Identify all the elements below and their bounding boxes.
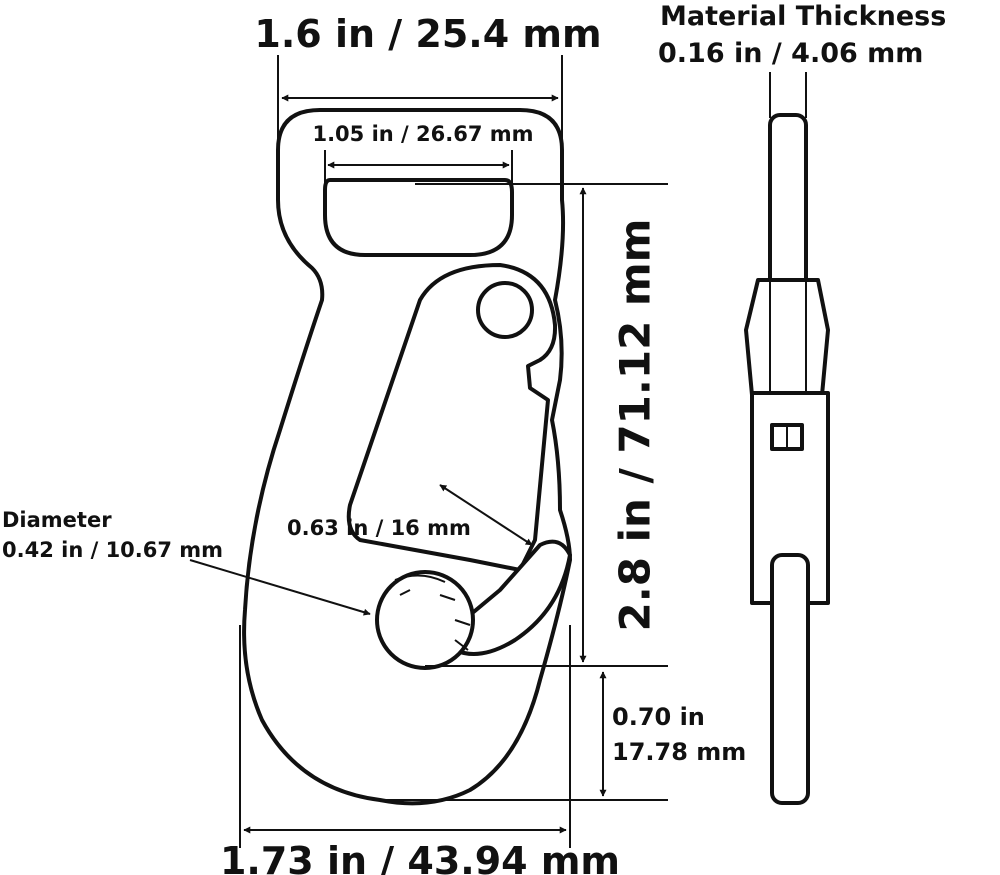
diameter-arrow <box>189 559 371 616</box>
hook-front-view <box>242 108 572 806</box>
throat-label-mm: 17.78 mm <box>612 738 746 766</box>
material-thickness-value: 0.16 in / 4.06 mm <box>658 38 923 69</box>
dim-slot-width: 1.05 in / 26.67 mm <box>312 122 534 195</box>
gate-opening-arrow <box>439 484 533 546</box>
dim-base-width: 1.73 in / 43.94 mm <box>220 625 620 875</box>
diameter-title: Diameter <box>2 508 112 532</box>
slot-width-label: 1.05 in / 26.67 mm <box>312 122 533 146</box>
diameter-value: 0.42 in / 10.67 mm <box>2 538 223 562</box>
material-thickness-title: Material Thickness <box>660 1 946 32</box>
gate-rivet <box>476 281 534 339</box>
side-hinge <box>744 278 830 397</box>
dim-overall-width: 1.6 in / 25.4 mm <box>254 12 602 150</box>
dim-material-thickness: Material Thickness 0.16 in / 4.06 mm <box>658 1 946 118</box>
dim-throat: 0.70 in 17.78 mm <box>380 671 746 801</box>
base-width-label: 1.73 in / 43.94 mm <box>220 839 620 875</box>
spring-coil <box>394 574 471 651</box>
throat-circle <box>375 570 475 670</box>
height-label: 2.8 in / 71.12 mm <box>611 219 660 632</box>
overall-width-label: 1.6 in / 25.4 mm <box>254 12 601 56</box>
gate-opening-label: 0.63 in / 16 mm <box>287 516 471 540</box>
dim-height: 2.8 in / 71.12 mm <box>415 183 668 667</box>
dim-diameter: Diameter 0.42 in / 10.67 mm <box>2 508 371 616</box>
side-bottom-plate <box>770 553 810 805</box>
throat-label-in: 0.70 in <box>612 703 705 731</box>
dim-gate-opening: 0.63 in / 16 mm <box>287 484 533 546</box>
hook-side-view <box>744 113 830 805</box>
eye-slot <box>323 178 514 257</box>
